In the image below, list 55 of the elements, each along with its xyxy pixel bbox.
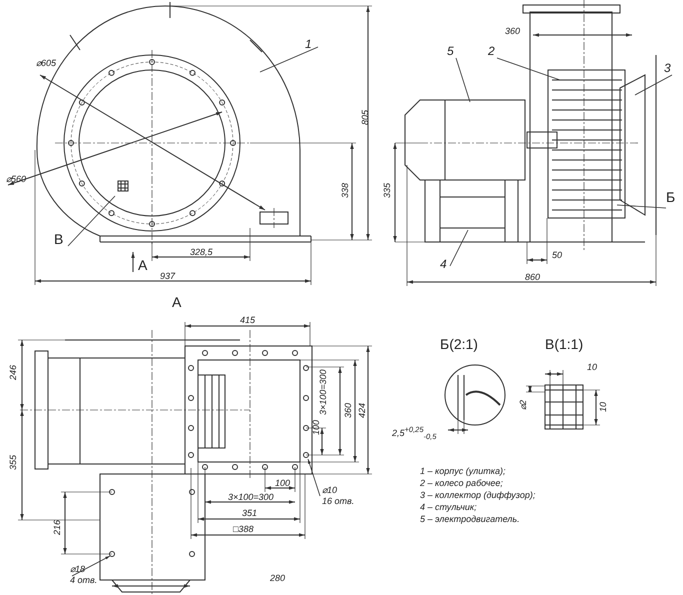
dimension-text: 3×100=300 — [228, 492, 274, 502]
hole-callout-text: 16 отв. — [322, 496, 354, 507]
callout-number: 2 — [488, 45, 495, 58]
leader-line — [72, 556, 110, 576]
dimension-text: 415 — [240, 315, 256, 325]
note-text: 4 – стульчик; — [420, 502, 477, 512]
note-text: 2 – колесо рабочее; — [420, 478, 503, 488]
leader-line — [308, 458, 320, 496]
dimension-text: 351 — [242, 508, 258, 518]
dimension-text: 246 — [8, 364, 18, 380]
note-text: 5 – электродвигатель. — [420, 514, 520, 524]
hole-callout-text: 4 отв. — [70, 575, 98, 586]
leader-line — [260, 46, 318, 72]
leader-line — [634, 74, 672, 96]
dimension-text: 10 — [598, 402, 608, 412]
dimension-text: ⌀605 — [36, 58, 56, 68]
callout-number: В — [54, 232, 64, 247]
dimension-text: 860 — [525, 272, 540, 282]
callout-number: 1 — [305, 38, 312, 51]
dimension-text: 338 — [340, 182, 350, 198]
hole-callout-text: ⌀18 — [70, 564, 86, 575]
dimension-text: 937 — [160, 271, 176, 281]
leader-line — [456, 58, 470, 102]
note-text: 3 – коллектор (диффузор); — [420, 490, 536, 500]
dimension-text: □388 — [233, 524, 254, 534]
dimension-text: 355 — [8, 454, 18, 470]
callout-number: Б — [666, 190, 676, 205]
dimension-text: 216 — [52, 520, 62, 535]
detail-title: Б(2:1) — [440, 337, 478, 352]
dimension-text: ⌀2 — [518, 400, 528, 410]
dimension-text: 10 — [587, 362, 598, 372]
dimension-text: 335 — [382, 182, 392, 198]
dimension-text: 280 — [270, 573, 286, 583]
view-label: А — [138, 258, 148, 273]
callout-number: 5 — [447, 45, 454, 58]
leader-line — [68, 196, 116, 246]
leader-line — [450, 230, 468, 266]
dimension-text: 328,5 — [190, 247, 213, 257]
hole-callout-text: ⌀10 — [322, 485, 338, 496]
callout-number: 3 — [664, 62, 671, 75]
view-label: А — [172, 295, 182, 310]
dimension-text: 805 — [360, 110, 370, 125]
leader-line — [496, 58, 560, 80]
dimension-text: ⌀560 — [6, 174, 26, 184]
note-text: 1 – корпус (улитка); — [420, 466, 506, 476]
dimension-text: 100 — [311, 420, 321, 435]
dimension-text: 424 — [357, 402, 367, 418]
dimension-text: 100 — [275, 478, 290, 488]
dimension-text: 3×100=300 — [318, 369, 328, 415]
detail-title: В(1:1) — [545, 337, 584, 352]
dimension-text: 360 — [343, 402, 353, 418]
dimension-text: 50 — [552, 250, 562, 260]
dimension-text: 360 — [505, 26, 520, 36]
callout-number: 4 — [440, 258, 447, 271]
leader-line — [616, 204, 666, 208]
